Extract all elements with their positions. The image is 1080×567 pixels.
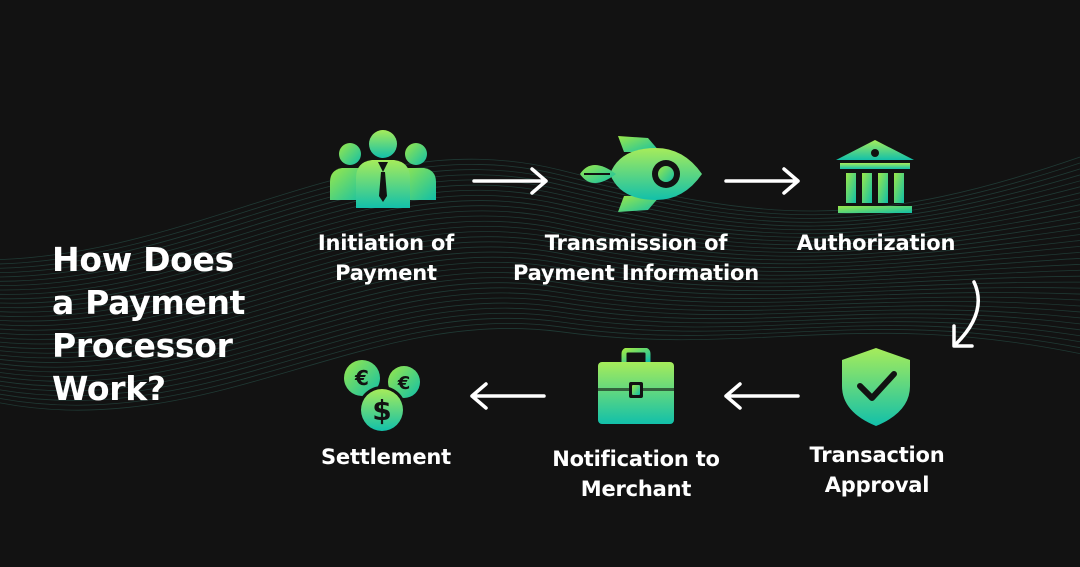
bank-icon [836, 140, 914, 213]
wave-line [0, 287, 1080, 373]
arrow-left-2 [470, 382, 546, 410]
wave-line [0, 266, 1080, 354]
briefcase-icon [598, 348, 674, 424]
wave-line [0, 174, 1080, 273]
step-notification-label-1: Notification to [552, 447, 720, 471]
wave-line [0, 282, 1080, 368]
wave-line [0, 200, 1080, 295]
step-initiation-label-1: Initiation of [317, 231, 455, 255]
svg-text:€: € [354, 366, 369, 390]
step-transmission-label-2: Payment Information [512, 261, 760, 285]
wave-line [0, 156, 1080, 260]
wave-line [0, 277, 1080, 364]
wave-line [0, 241, 1080, 331]
step-authorization-label-1: Authorization [796, 231, 956, 255]
wave-line [0, 195, 1080, 291]
step-notification: Notification to Merchant [548, 344, 724, 504]
wave-line [0, 220, 1080, 313]
coins-icon: € € $ [344, 360, 420, 434]
wave-line [0, 272, 1080, 359]
step-transmission: Transmission of Payment Information [506, 128, 766, 298]
wave-line [0, 302, 1080, 387]
rocket-icon [580, 136, 702, 212]
arrow-right-1 [472, 167, 548, 195]
step-notification-label-2: Merchant [580, 477, 692, 501]
wave-line [0, 225, 1080, 318]
wave-line [0, 317, 1080, 401]
wave-line [0, 312, 1080, 397]
arrow-right-2 [724, 167, 800, 195]
wave-line [0, 231, 1080, 322]
svg-text:$: $ [372, 394, 391, 427]
wave-line [0, 184, 1080, 282]
title-line-1: How Does [52, 240, 234, 279]
people-icon [330, 130, 436, 208]
step-approval-label-1: Transaction [809, 443, 945, 467]
wave-line [0, 236, 1080, 327]
wave-line [0, 307, 1080, 392]
wave-line [0, 179, 1080, 278]
step-transmission-label-1: Transmission of [544, 231, 728, 255]
step-initiation: Initiation of Payment [300, 128, 472, 298]
wave-line [0, 205, 1080, 300]
title-line-3: Processor [52, 326, 233, 365]
wave-line [0, 210, 1080, 304]
title-line-4: Work? [52, 369, 166, 408]
wave-line [0, 292, 1080, 378]
svg-text:€: € [397, 373, 411, 394]
wave-line [0, 256, 1080, 345]
wave-line [0, 261, 1080, 349]
shield-check-icon [842, 348, 910, 426]
arrow-left-1 [724, 382, 800, 410]
step-settlement-label-1: Settlement [321, 445, 451, 469]
wave-line [0, 251, 1080, 340]
diagram-title: How Does a Payment Processor Work? [52, 238, 282, 410]
step-initiation-label-2: Payment [335, 261, 437, 285]
title-line-2: a Payment [52, 283, 246, 322]
wave-line [0, 297, 1080, 382]
wave-line [0, 189, 1080, 287]
wave-line [0, 246, 1080, 336]
wave-line [0, 215, 1080, 308]
step-authorization: Authorization [788, 128, 964, 278]
step-approval-label-2: Approval [824, 473, 930, 497]
step-settlement: € € $ Settlement [306, 350, 466, 500]
arrow-curved-down [952, 280, 980, 348]
wave-line [0, 322, 1080, 406]
step-approval: Transaction Approval [796, 344, 958, 504]
wave-line [0, 328, 1080, 411]
